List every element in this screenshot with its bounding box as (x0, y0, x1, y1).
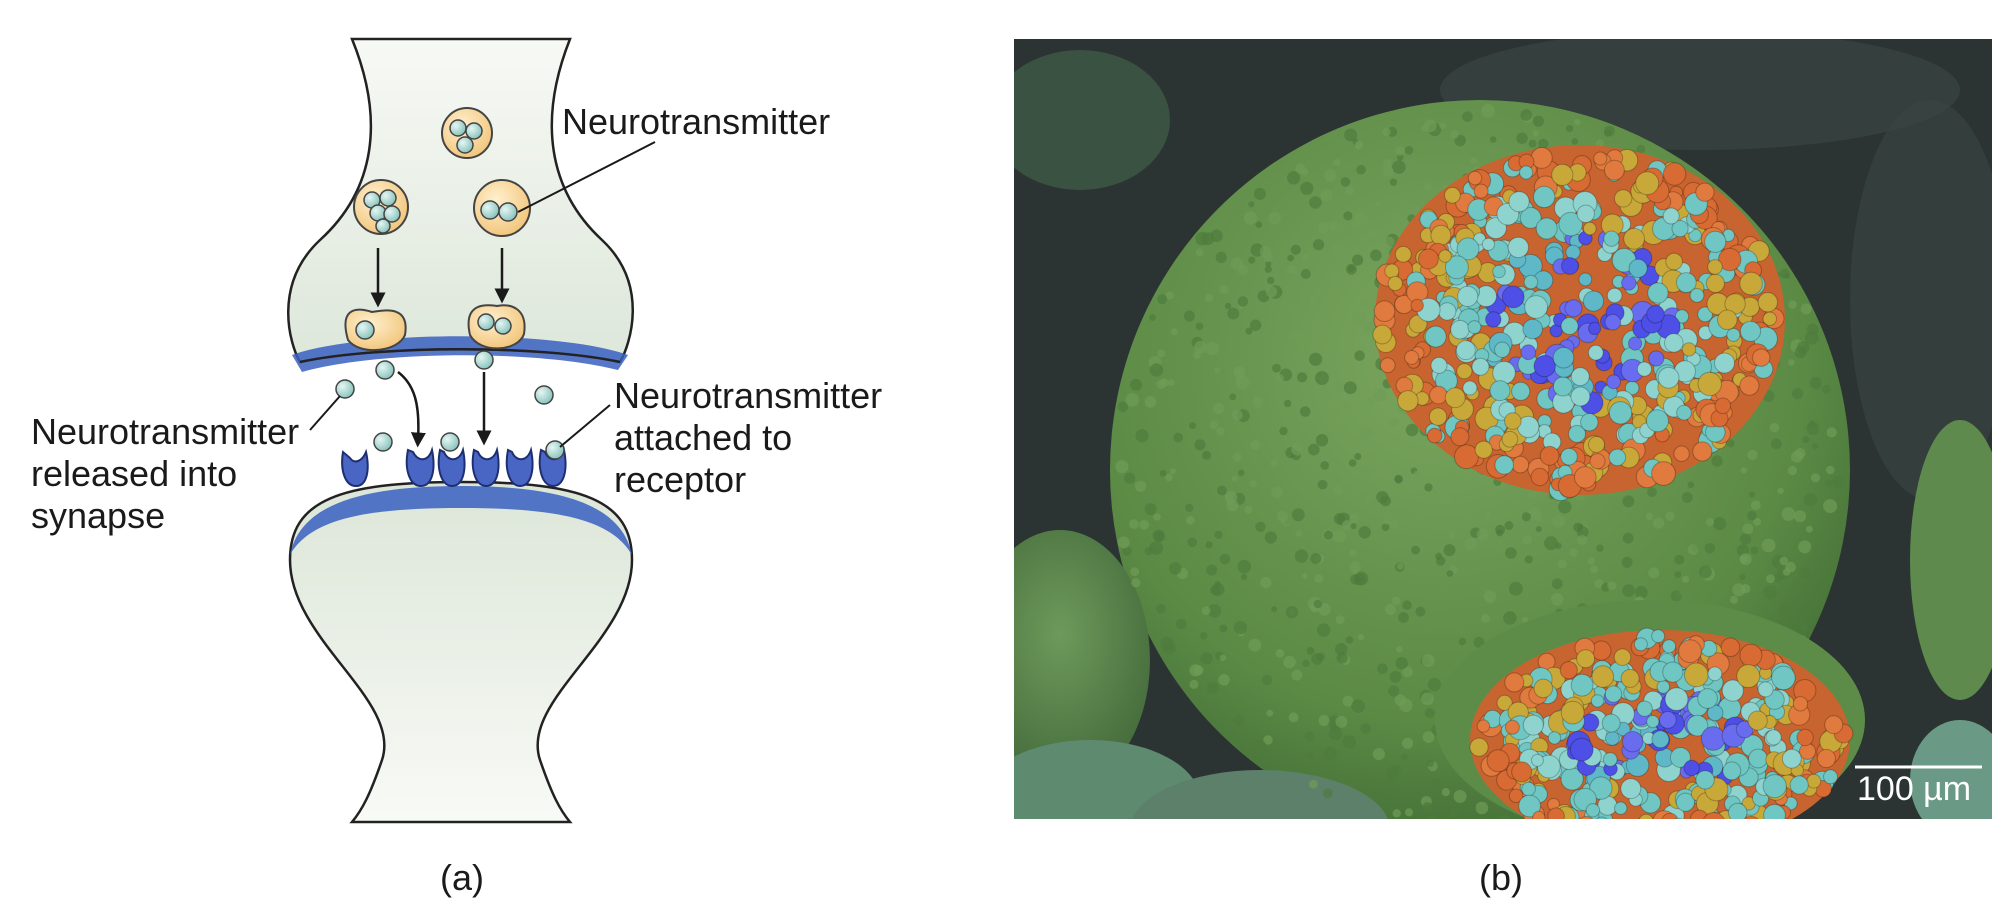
bound-neurotransmitter (545, 440, 565, 460)
vesicle (353, 179, 409, 235)
postsynaptic-membrane (290, 486, 632, 555)
caption-b: (b) (1479, 857, 1523, 898)
leader-line (309, 395, 341, 431)
vesicle (441, 107, 493, 159)
side-cell (1910, 720, 1992, 819)
side-cell (1910, 420, 1992, 700)
neurotransmitter-molecule (474, 350, 494, 370)
receptors (341, 446, 567, 488)
label-released-line2: released into (31, 453, 237, 494)
postsynaptic-terminal (288, 480, 634, 824)
bound-neurotransmitter (440, 432, 460, 452)
granules (1469, 627, 1854, 819)
vesicle (473, 179, 531, 237)
neurotransmitter-molecule (335, 379, 355, 399)
fusing-vesicle (467, 304, 526, 350)
neurotransmitter-molecule (534, 385, 554, 405)
label-attached-line2: attached to (614, 417, 792, 458)
micrograph: 100 µm (b) (1014, 39, 1992, 898)
scale-bar-label: 100 µm (1857, 770, 1971, 808)
label-neurotransmitter: Neurotransmitter (562, 101, 830, 142)
fusing-vesicle (344, 308, 407, 352)
granules (1372, 146, 1785, 502)
presynaptic-terminal (287, 37, 634, 364)
leader-line (517, 141, 656, 213)
arrow (397, 371, 426, 448)
synapse-diagram: Neurotransmitter Neurotransmitter releas… (31, 37, 882, 898)
bound-neurotransmitter (373, 432, 393, 452)
label-released-line3: synapse (31, 495, 165, 536)
leader-line (559, 404, 611, 448)
label-attached-line3: receptor (614, 459, 746, 500)
side-cell (1014, 530, 1150, 790)
side-cell (1132, 770, 1388, 819)
label-released-line1: Neurotransmitter (31, 411, 299, 452)
label-attached-line1: Neurotransmitter (614, 375, 882, 416)
caption-a: (a) (440, 857, 484, 898)
neurotransmitter-molecule (375, 360, 395, 380)
